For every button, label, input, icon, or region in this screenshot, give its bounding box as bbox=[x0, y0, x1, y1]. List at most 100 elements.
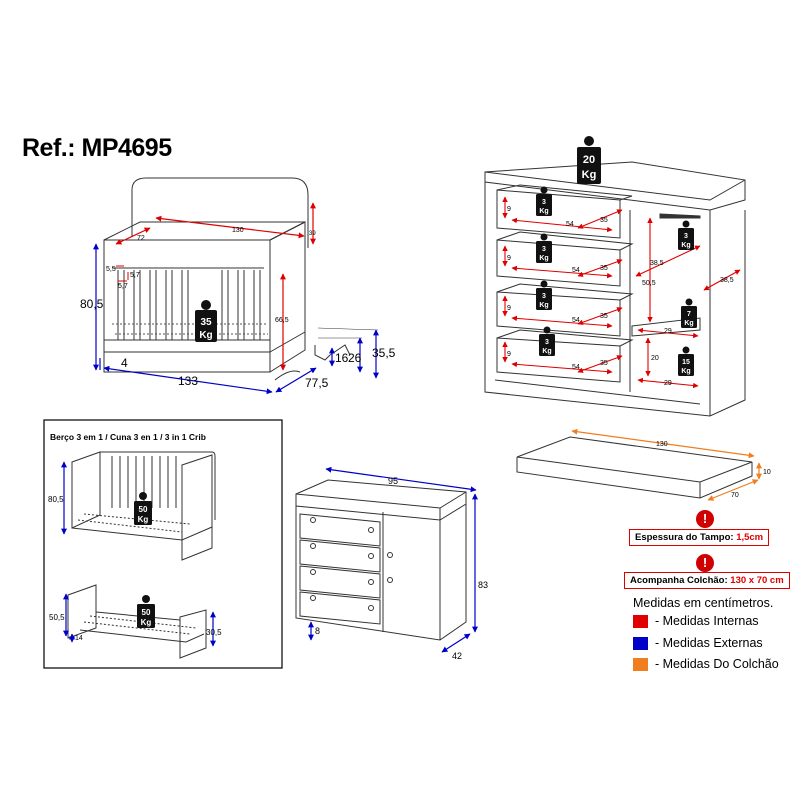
dresser-open-drawing bbox=[484, 161, 746, 417]
toddler-dim-lines bbox=[63, 593, 216, 647]
sofa-weight-icon: 50 Kg bbox=[134, 492, 152, 525]
crib-internal-dim-lines bbox=[115, 202, 316, 371]
dresser-front-dims: 95 83 8 42 bbox=[315, 476, 488, 661]
svg-text:Kg: Kg bbox=[539, 302, 548, 309]
dresser-dim-8: 8 bbox=[315, 626, 320, 636]
crib-dim-35-5: 35,5 bbox=[372, 346, 396, 360]
mattress-included-value: 130 x 70 cm bbox=[730, 575, 784, 586]
svg-text:3: 3 bbox=[542, 293, 546, 300]
legend-swatch-external bbox=[633, 636, 648, 650]
legend-swatch-internal bbox=[633, 614, 648, 628]
svg-text:3: 3 bbox=[542, 246, 546, 253]
legend-item-internal: - Medidas Internas bbox=[633, 614, 759, 628]
drawer-2-width: 54 bbox=[572, 267, 580, 274]
mattress-dim-10: 10 bbox=[763, 469, 771, 476]
cabinet-dim-38-5-a: 38,5 bbox=[650, 260, 664, 267]
svg-text:3: 3 bbox=[545, 339, 549, 346]
shelf-weight: 7Kg bbox=[681, 298, 697, 328]
drawer-2-height: 9 bbox=[507, 255, 511, 262]
crib-external-dims: 80,5 133 77,5 4 16 26 35,5 bbox=[80, 297, 396, 390]
dresser-top-weight-unit: Kg bbox=[582, 169, 597, 181]
thickness-value: 1,5cm bbox=[736, 532, 764, 543]
cabinet-dim-29-b: 29 bbox=[664, 380, 672, 387]
crib-weight-value: 35 bbox=[200, 317, 212, 328]
toddler-dim-30-5: 30,5 bbox=[206, 628, 222, 637]
toddler-bed-drawing bbox=[67, 584, 207, 659]
legend-item-mattress: - Medidas Do Colchão bbox=[633, 657, 779, 671]
crib-dim-72: 72 bbox=[137, 235, 145, 242]
reference-title: Ref.: MP4695 bbox=[22, 134, 172, 162]
svg-text:Kg: Kg bbox=[684, 320, 693, 327]
dresser-front-dim-lines bbox=[308, 466, 478, 653]
thickness-label: Espessura do Tampo: bbox=[635, 532, 734, 543]
dresser-top-weight-value: 20 bbox=[583, 154, 595, 166]
mattress-callout: Acompanha Colchão: 130 x 70 cm bbox=[624, 572, 790, 589]
mattress-dims: 130 10 70 bbox=[656, 441, 771, 499]
crib-external-dim-lines bbox=[93, 243, 379, 395]
crib-dim-77-5: 77,5 bbox=[305, 376, 329, 390]
crib-internal-dims: 130 72 39 5,5 5,7 5,7 66,5 bbox=[106, 227, 316, 324]
drawer-2-depth: 35 bbox=[600, 265, 608, 272]
crib-dim-5-5: 5,5 bbox=[106, 266, 116, 273]
sofa-dim-80-5: 80,5 bbox=[48, 495, 64, 504]
svg-text:Kg: Kg bbox=[681, 368, 690, 375]
toddler-dim-14: 14 bbox=[75, 635, 83, 642]
crib-dim-5-7-a: 5,7 bbox=[130, 272, 140, 279]
legend-label-mattress: - Medidas Do Colchão bbox=[655, 657, 779, 671]
mattress-dim-lines bbox=[571, 428, 762, 501]
crib-dim-5-7-b: 5,7 bbox=[118, 283, 128, 290]
cabinet-dim-20: 20 bbox=[651, 355, 659, 362]
drawer-weight-3: 3Kg bbox=[536, 280, 552, 310]
thickness-callout: Espessura do Tampo: 1,5cm bbox=[629, 529, 770, 546]
cabinet-dim-50-5: 50,5 bbox=[642, 280, 656, 287]
mattress-dim-130: 130 bbox=[656, 441, 668, 448]
svg-text:Kg: Kg bbox=[681, 242, 690, 249]
mattress-included-label: Acompanha Colchão: bbox=[630, 575, 728, 586]
svg-text:15: 15 bbox=[682, 359, 690, 366]
svg-text:Kg: Kg bbox=[542, 348, 551, 355]
legend-label-external: - Medidas Externas bbox=[655, 636, 763, 650]
drawer-weight-1: 3Kg bbox=[536, 186, 552, 216]
warning-icon: ! bbox=[696, 554, 714, 572]
dresser-dim-95: 95 bbox=[388, 476, 398, 486]
crib-small-ticks bbox=[116, 265, 129, 282]
inset-title: Berço 3 em 1 / Cuna 3 en 1 / 3 in 1 Crib bbox=[50, 432, 206, 442]
legend-item-external: - Medidas Externas bbox=[633, 636, 763, 650]
svg-text:Kg: Kg bbox=[141, 618, 152, 627]
cabinet-dim-lines bbox=[635, 217, 741, 389]
hanger-weight: 3Kg bbox=[678, 220, 694, 250]
drawer-1-width: 54 bbox=[566, 221, 574, 228]
svg-text:50: 50 bbox=[142, 608, 151, 617]
warning-icon: ! bbox=[696, 510, 714, 528]
crib-dim-39: 39 bbox=[309, 231, 316, 237]
drawer-3-depth: 35 bbox=[600, 313, 608, 320]
toddler-weight-icon: 50 Kg bbox=[137, 595, 155, 628]
dresser-top-weight-icon: 20 Kg bbox=[577, 136, 601, 184]
cabinet-dims: 38,5 50,5 38,5 29 20 29 bbox=[642, 260, 734, 387]
drawer-weights: 3Kg 3Kg 3Kg 3Kg bbox=[536, 186, 555, 356]
dresser-front-drawing bbox=[295, 479, 467, 641]
drawer-1-depth: 35 bbox=[600, 217, 608, 224]
crib-dim-130: 130 bbox=[232, 227, 244, 234]
sofa-bed-drawing bbox=[71, 451, 216, 561]
crib-dim-16: 16 bbox=[335, 351, 349, 365]
dresser-dim-83: 83 bbox=[478, 580, 488, 590]
crib-dim-26: 26 bbox=[348, 351, 362, 365]
crib-dim-133: 133 bbox=[178, 374, 198, 388]
cabinet-dim-29-a: 29 bbox=[664, 328, 672, 335]
drawer-4-height: 9 bbox=[507, 351, 511, 358]
mattress-drawing bbox=[516, 436, 753, 499]
crib-dim-80-5: 80,5 bbox=[80, 297, 104, 311]
dresser-dim-42: 42 bbox=[452, 651, 462, 661]
drawer-3-width: 54 bbox=[572, 317, 580, 324]
drawer-4-width: 54 bbox=[572, 364, 580, 371]
svg-text:Kg: Kg bbox=[539, 255, 548, 262]
drawer-weight-2: 3Kg bbox=[536, 233, 552, 263]
svg-text:Kg: Kg bbox=[539, 208, 548, 215]
crib-dim-4: 4 bbox=[121, 356, 128, 370]
toddler-dim-50-5: 50,5 bbox=[49, 613, 65, 622]
